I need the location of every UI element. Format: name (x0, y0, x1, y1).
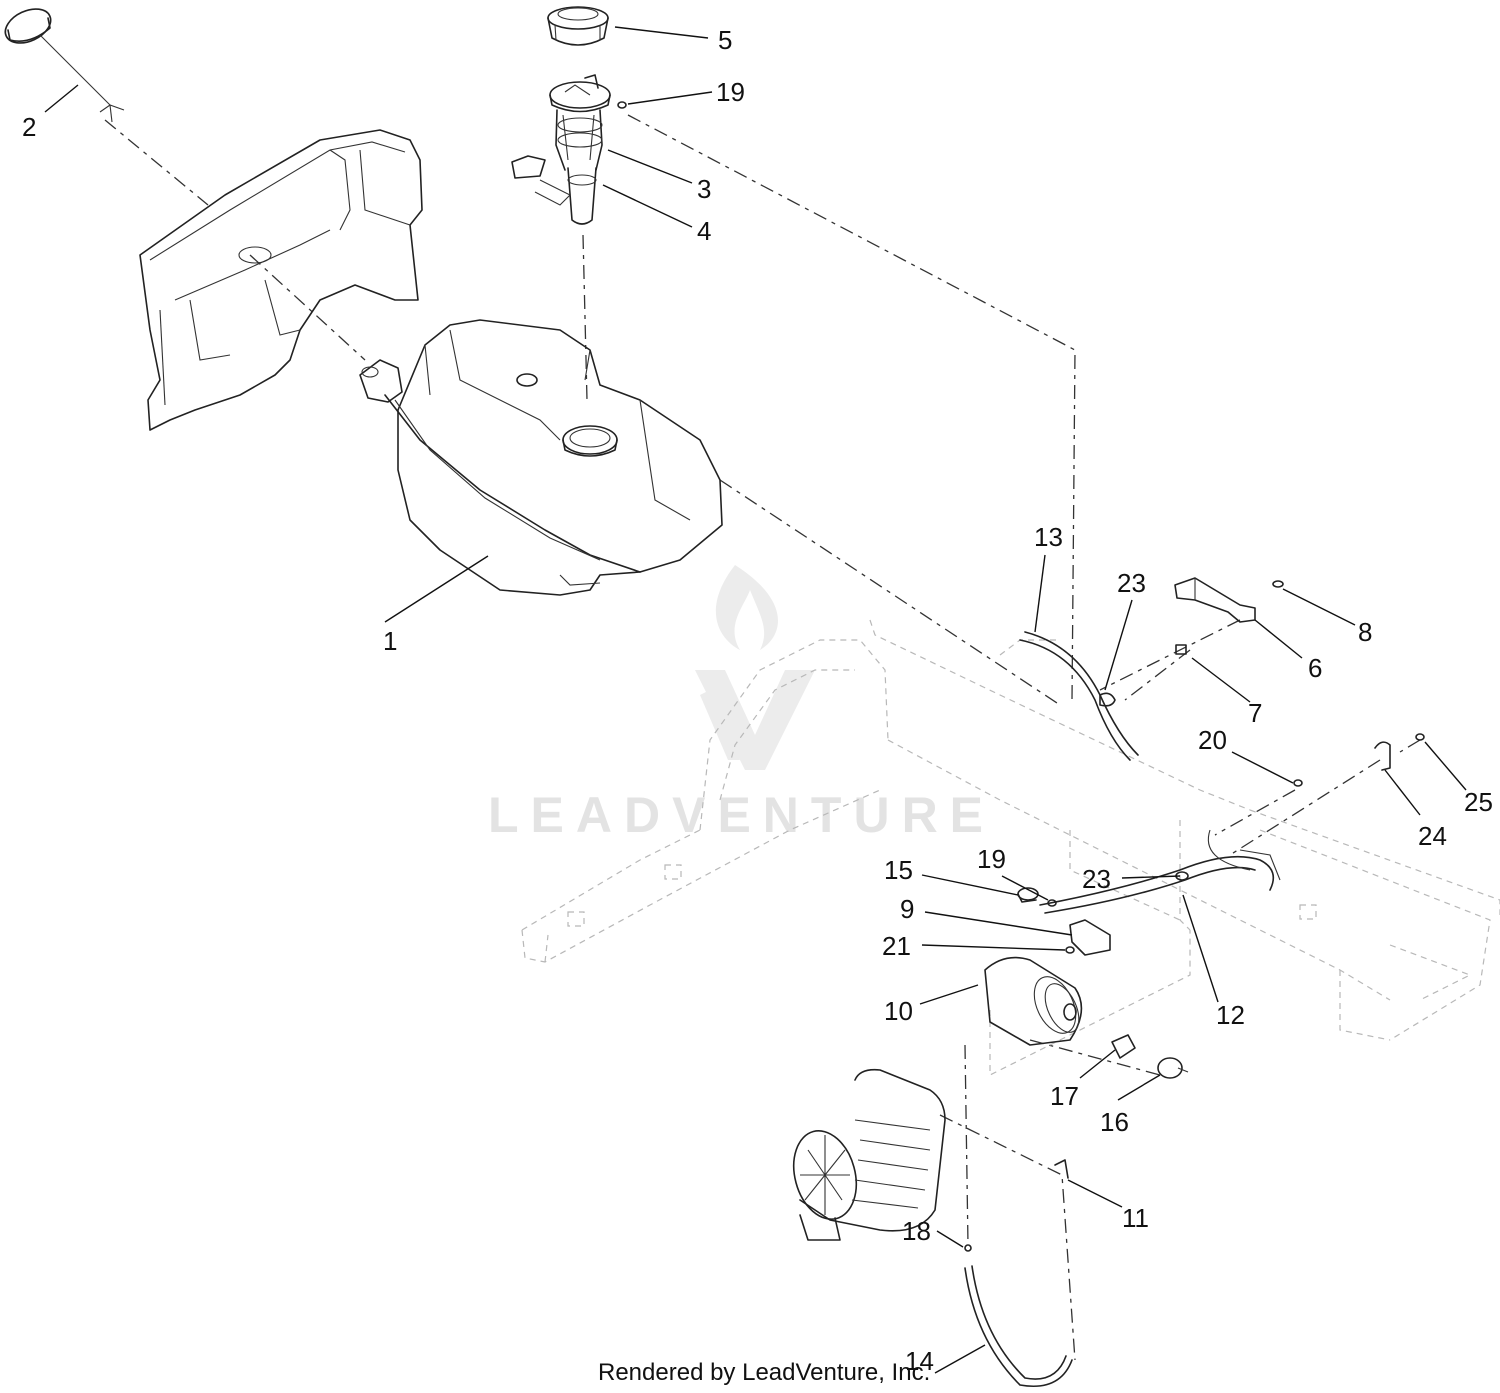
air-filter (792, 1068, 946, 1241)
callout-8: 8 (1358, 617, 1372, 647)
callout-7: 7 (1248, 698, 1262, 728)
callout-10: 10 (884, 996, 913, 1026)
callout-5: 5 (718, 25, 732, 55)
callout-2: 2 (22, 112, 36, 142)
rendered-by-footer: Rendered by LeadVenture, Inc. (598, 1359, 930, 1386)
watermark: LEADVENTURE (488, 565, 995, 843)
chassis-frame (521, 619, 1500, 1076)
callout-18: 18 (902, 1216, 931, 1246)
callout-9: 9 (900, 894, 914, 924)
evap-canister (984, 956, 1189, 1079)
callout-16: 16 (1100, 1107, 1129, 1137)
tank-cap (547, 6, 609, 46)
mounting-bracket (1174, 577, 1284, 655)
callout-1: 1 (383, 626, 397, 656)
callout-leaders (44, 26, 1467, 1374)
vent-hose (964, 1159, 1073, 1387)
callout-3: 3 (697, 174, 711, 204)
fuel-tank-shroud (139, 129, 423, 431)
callout-25: 25 (1464, 787, 1493, 817)
callout-15: 15 (884, 855, 913, 885)
callout-20: 20 (1198, 725, 1227, 755)
callout-24: 24 (1418, 821, 1447, 851)
callout-labels: 1 2 3 4 5 6 7 8 9 10 11 12 13 14 15 16 1… (22, 25, 1493, 1376)
fuel-cap-tether (4, 8, 125, 123)
callout-23-lower: 23 (1082, 864, 1111, 894)
assembly-lines (104, 114, 1421, 1361)
leadventure-logo (695, 565, 815, 770)
callout-13: 13 (1034, 522, 1063, 552)
fuel-sender-assembly (511, 74, 627, 225)
callout-11: 11 (1122, 1203, 1149, 1233)
callout-14: 14 (905, 1346, 934, 1376)
callout-19-lower: 19 (977, 844, 1006, 874)
callout-23-top: 23 (1117, 568, 1146, 598)
callout-17: 17 (1050, 1081, 1079, 1111)
callout-6: 6 (1308, 653, 1322, 683)
watermark-text: LEADVENTURE (488, 787, 995, 843)
fuel-hoses (1019, 631, 1281, 914)
callout-12: 12 (1216, 1000, 1245, 1030)
callout-4: 4 (697, 216, 711, 246)
inline-fittings (1017, 887, 1111, 956)
callout-19-top: 19 (716, 77, 745, 107)
clamp-hardware (1293, 733, 1425, 787)
fuel-tank (359, 319, 723, 596)
callout-21: 21 (882, 931, 911, 961)
